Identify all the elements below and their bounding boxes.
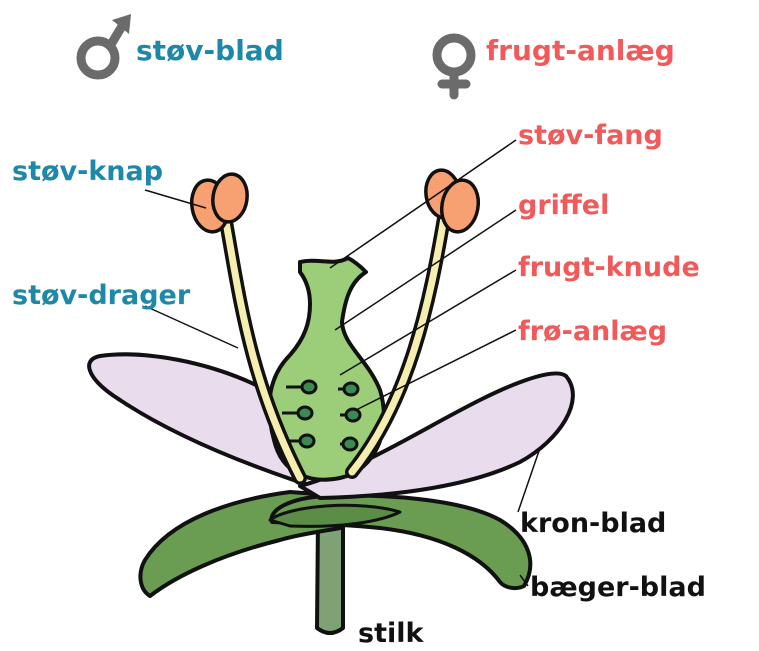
label-baeger-blad: bæger-blad [530,572,706,603]
ovule [298,407,312,419]
label-frugt-knude: frugt-knude [518,252,700,283]
mars-icon [81,14,131,75]
label-stov-drager: støv-drager [12,280,191,311]
ovule [344,383,358,395]
label-fro-anlaeg: frø-anlæg [518,316,667,347]
label-kron-blad: kron-blad [520,508,666,539]
venus-icon [437,38,471,95]
label-griffel: griffel [518,190,609,221]
label-stilk: stilk [358,618,424,649]
label-stov-knap: støv-knap [12,156,163,187]
ovule [343,438,357,450]
female-legend-label: frugt-anlæg [486,34,675,67]
stem [317,518,343,633]
leader-stov-fang [330,140,516,268]
anther-right [423,168,482,235]
ovule [346,409,360,421]
male-legend-label: støv-blad [136,34,284,67]
label-stov-fang: støv-fang [518,120,663,151]
ovule [300,435,314,447]
leader-stov-drager [145,306,238,348]
anther-left [188,172,250,235]
ovule [302,381,316,393]
